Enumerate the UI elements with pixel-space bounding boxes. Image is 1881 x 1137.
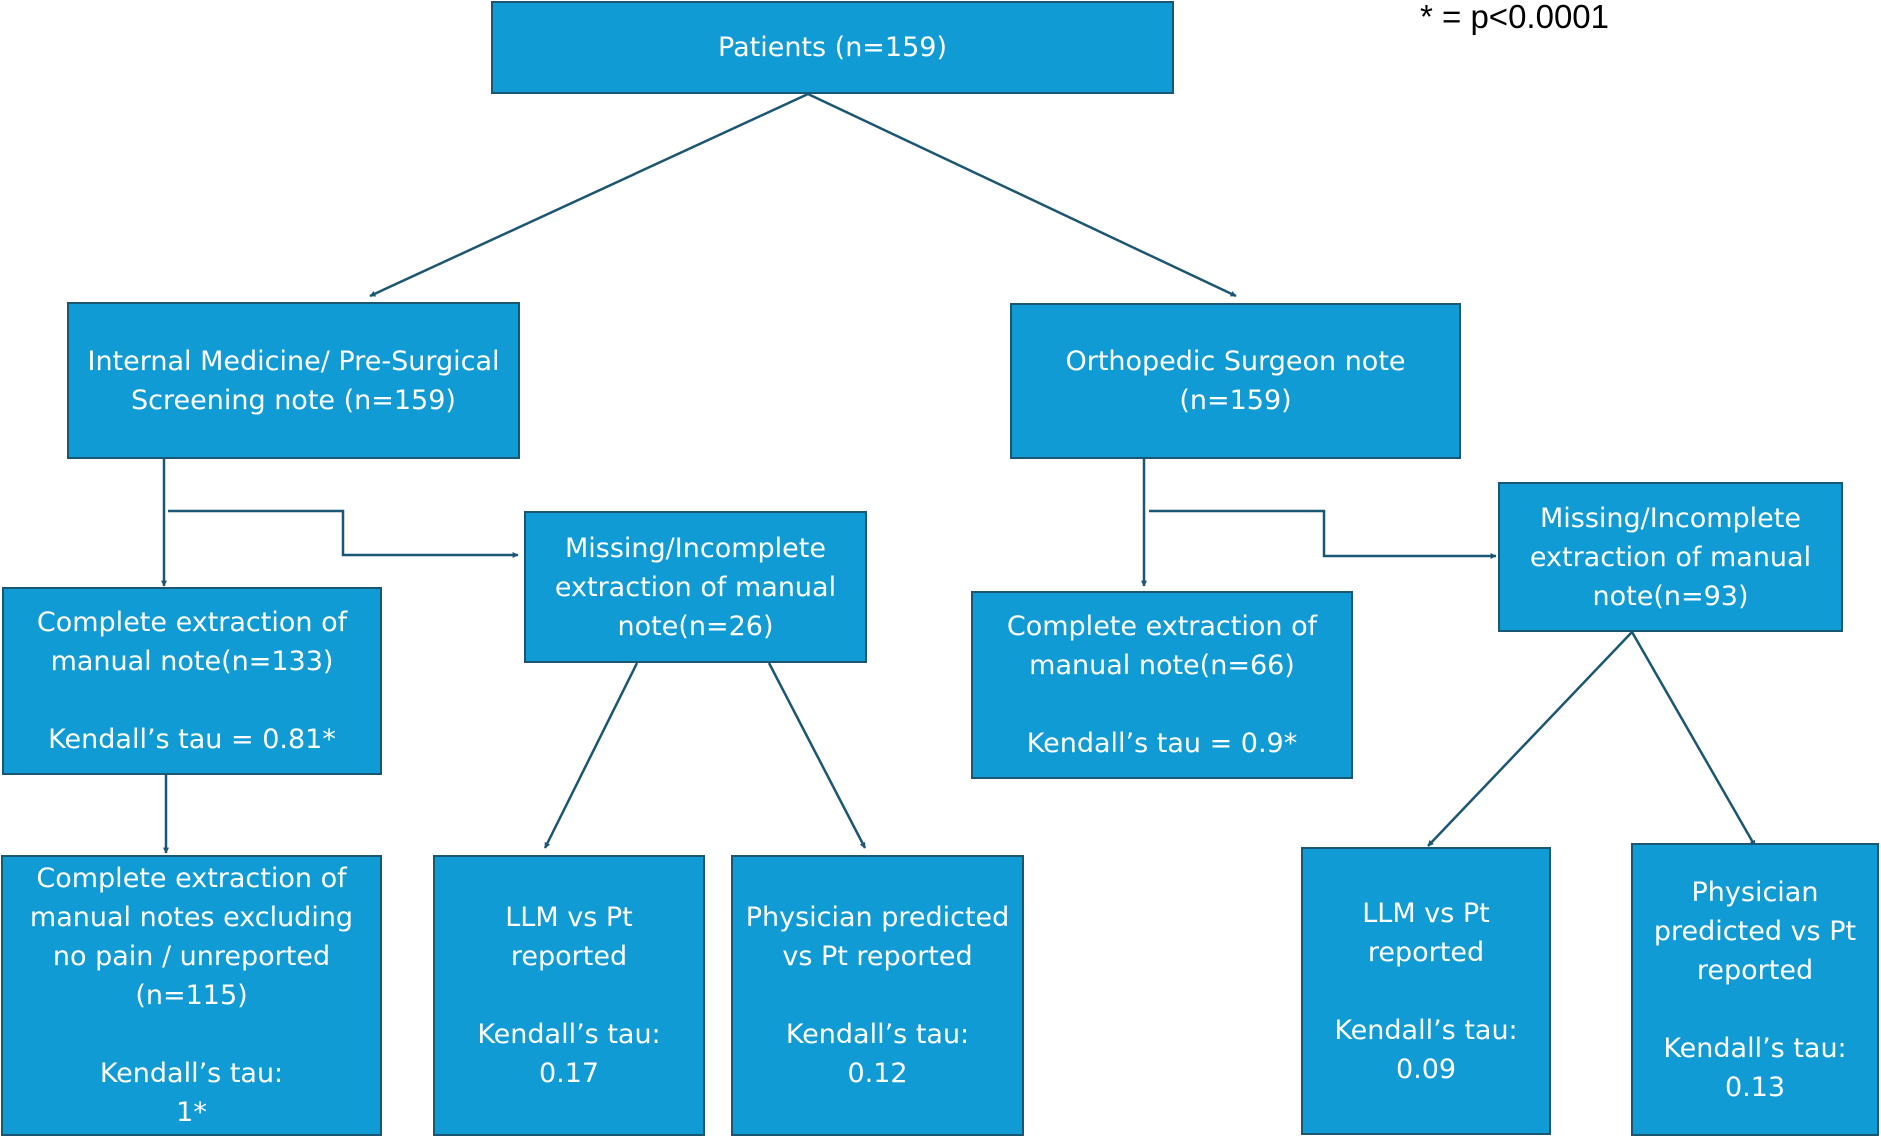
node-label-line: Physician: [1691, 876, 1819, 908]
node-label-line: Internal Medicine/ Pre-Surgical: [87, 345, 500, 377]
node-label-line: predicted vs Pt: [1653, 915, 1857, 947]
node-label-line: Complete extraction of: [1006, 611, 1318, 642]
kendall-tau-stat: 0.12: [847, 1058, 908, 1089]
node-label-line: reported: [510, 941, 628, 972]
node-label-line: vs Pt reported: [782, 941, 973, 972]
node-label-line: note(n=26): [617, 610, 774, 642]
kendall-tau-stat: 0.17: [538, 1058, 600, 1089]
kendall-tau-stat: 0.09: [1395, 1053, 1457, 1085]
or-missing-extraction-box: Missing/Incomplete extraction of manual no…: [1498, 482, 1843, 632]
node-label-line: extraction of manual: [554, 571, 837, 603]
node-label-line: Physician predicted: [745, 902, 1010, 933]
node-label-line: (n=115): [135, 980, 248, 1011]
node-label-line: Missing/Incomplete: [1540, 502, 1801, 534]
orthopedic-surgeon-note-box: Orthopedic Surgeon note (n=159): [1010, 303, 1461, 459]
node-label-line: reported: [1696, 954, 1814, 986]
edge-im-missing-to-physician: [767, 662, 867, 849]
kendall-tau-stat: Kendall’s tau = 0.9*: [1026, 728, 1298, 759]
kendall-tau-stat: 0.13: [1724, 1071, 1786, 1103]
node-label-line: (n=159): [1179, 385, 1292, 416]
node-label-line: Missing/Incomplete: [565, 532, 826, 564]
node-label-line: manual note(n=133): [50, 646, 334, 677]
node-label-line: manual note(n=66): [1029, 650, 1295, 681]
node-label-line: Screening note (n=159): [131, 384, 456, 416]
im-excluding-no-pain-box: Complete extraction of manual notes exclu…: [1, 855, 382, 1136]
edge-im-missing-to-llm: [543, 662, 639, 849]
edge-internal-medicine-to-missing: [168, 509, 519, 558]
node-label-line: reported: [1367, 936, 1485, 968]
edge-or-missing-to-llm: [1427, 631, 1633, 847]
im-complete-extraction-box: Complete extraction of manual note(n=133)…: [2, 587, 382, 775]
or-complete-extraction-box: Complete extraction of manual note(n=66) K…: [971, 591, 1353, 779]
node-label-line: Complete extraction of: [36, 607, 348, 638]
node-label-line: extraction of manual: [1529, 541, 1812, 573]
node-label-line: Orthopedic Surgeon note: [1065, 346, 1406, 377]
edge-patients-to-internal-medicine: [369, 92, 809, 298]
kendall-tau-stat: Kendall’s tau:: [785, 1019, 970, 1050]
node-label-line: LLM vs Pt: [1362, 897, 1490, 929]
patients-box: Patients (n=159): [491, 1, 1174, 94]
kendall-tau-stat: Kendall’s tau:: [1334, 1014, 1518, 1046]
node-label-line: manual notes excluding: [29, 902, 354, 933]
node-label-line: Complete extraction of: [36, 863, 347, 894]
node-label-line: note(n=93): [1592, 580, 1749, 612]
significance-legend: * = p<0.0001: [1420, 0, 1610, 35]
node-label-line: LLM vs Pt: [505, 902, 633, 933]
kendall-tau-stat: Kendall’s tau:: [1663, 1032, 1847, 1064]
kendall-tau-stat: Kendall’s tau = 0.81*: [48, 724, 336, 755]
node-label-line: Patients (n=159): [718, 32, 947, 63]
edge-patients-to-orthopedic: [807, 92, 1237, 298]
edge-orthopedic-to-missing: [1149, 509, 1497, 559]
edge-or-missing-to-physician: [1630, 631, 1757, 847]
kendall-tau-stat: Kendall’s tau:: [477, 1019, 661, 1050]
im-missing-extraction-box: Missing/Incomplete extraction of manual no…: [524, 511, 867, 663]
node-label-line: no pain / unreported: [52, 941, 331, 972]
kendall-tau-stat: 1*: [176, 1097, 207, 1128]
kendall-tau-stat: Kendall’s tau:: [99, 1058, 284, 1089]
